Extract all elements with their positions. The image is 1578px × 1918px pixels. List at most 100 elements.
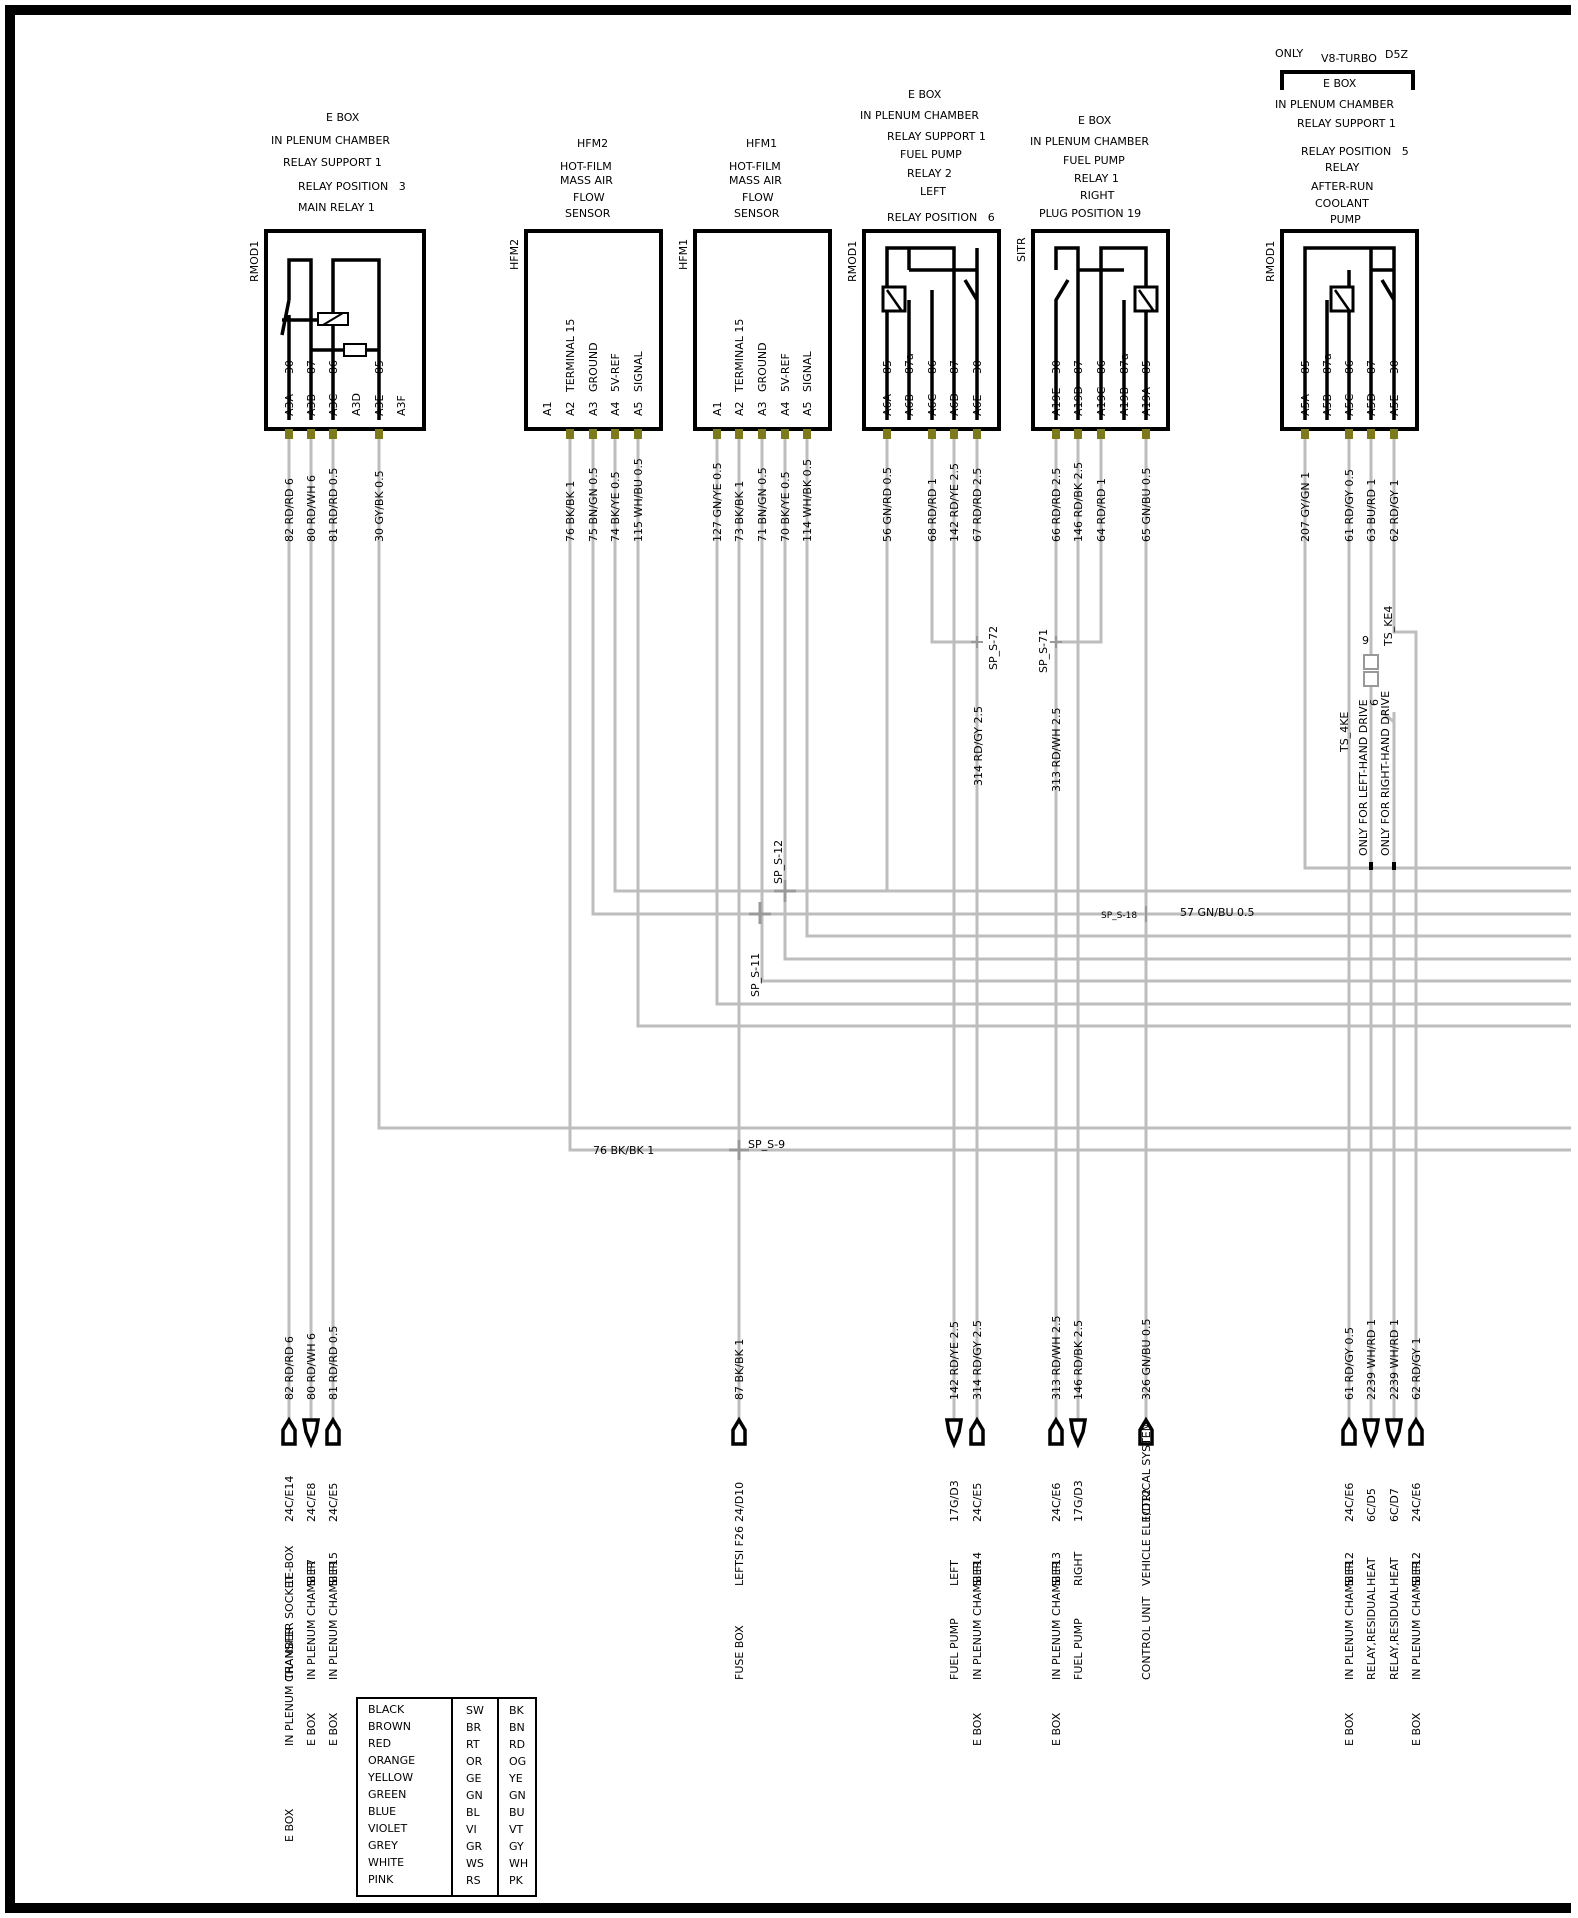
connector-symbol bbox=[1361, 1418, 1381, 1449]
wire-label-314: 314 RD/GY 2.5 bbox=[972, 706, 985, 786]
ts-ke4-label: TS_KE4 bbox=[1382, 606, 1395, 647]
bottom-wire-label: 80 RD/WH 6 bbox=[305, 1333, 318, 1400]
bottom-destination: IN PLENUM CHAMBER bbox=[1410, 1561, 1423, 1680]
bottom-location: 24C/E6 bbox=[1050, 1483, 1063, 1522]
pin-number: A3 bbox=[587, 401, 600, 416]
bottom-destination: LEFT bbox=[948, 1560, 961, 1586]
pin-function: 86 bbox=[327, 360, 340, 374]
wire-label: 146 RD/BK 2.5 bbox=[1072, 462, 1085, 542]
wire-label: 62 RD/GY 1 bbox=[1388, 479, 1401, 542]
pin-number: A19E bbox=[1050, 387, 1063, 416]
pin-number: A6D bbox=[948, 393, 961, 416]
bottom-destination: E BOX bbox=[1050, 1712, 1063, 1746]
hfm2-title-3: MASS AIR bbox=[560, 174, 613, 187]
pin-terminal bbox=[713, 429, 721, 439]
bottom-destination: E BOX bbox=[971, 1712, 984, 1746]
wire-label: 56 GN/RD 0.5 bbox=[881, 467, 894, 542]
bottom-destination: IN PLENUM CHAMBER bbox=[283, 1627, 296, 1746]
pin-function: 30 bbox=[283, 360, 296, 374]
hfm2-title-5: SENSOR bbox=[565, 207, 611, 220]
hfm1-title-4: FLOW bbox=[742, 191, 774, 204]
pin-number: A2 bbox=[733, 401, 746, 416]
connector-symbol bbox=[1048, 1416, 1064, 1446]
only-label: ONLY bbox=[1275, 47, 1304, 60]
legend-code: BN bbox=[509, 1721, 525, 1734]
fp2-title-3: RELAY SUPPORT 1 bbox=[887, 130, 986, 143]
pin-terminal bbox=[375, 429, 383, 439]
bottom-destination: CONTROL UNIT bbox=[1140, 1596, 1153, 1680]
bottom-destination: IN PLENUM CHAMBER bbox=[327, 1561, 340, 1680]
splice-sp-s18: SP_S-18 bbox=[1101, 911, 1137, 921]
bottom-destination: RIGHT bbox=[1072, 1551, 1085, 1586]
connector-symbol bbox=[969, 1416, 985, 1446]
ar-ref: RMOD1 bbox=[1264, 241, 1277, 282]
bottom-destination: RELAY,RESIDUAL bbox=[1388, 1586, 1401, 1680]
splice-sp-s71: SP_S-71 bbox=[1037, 629, 1050, 673]
ar-title-7: COOLANT bbox=[1315, 197, 1369, 210]
legend-color-name: WHITE bbox=[368, 1856, 404, 1869]
wire-label: 207 GY/GN 1 bbox=[1299, 472, 1312, 542]
bottom-destination: FUEL PUMP bbox=[948, 1618, 961, 1680]
bottom-wire-label: 62 RD/GY 1 bbox=[1410, 1337, 1423, 1400]
hfm1-title-5: SENSOR bbox=[734, 207, 780, 220]
bottom-destination: RELAY,RESIDUAL bbox=[1365, 1586, 1378, 1680]
wire-label: 61 RD/GY 0.5 bbox=[1343, 469, 1356, 542]
bottom-destination: IN PLENUM CHAMBER bbox=[305, 1561, 318, 1680]
wire-label: 115 WH/BU 0.5 bbox=[632, 458, 645, 542]
wire-74-bkye05 bbox=[613, 435, 1571, 893]
legend-code: BU bbox=[509, 1806, 525, 1819]
splice-sp-s11: SP_S-11 bbox=[749, 953, 762, 997]
bottom-wire-label: 87 BK/BK 1 bbox=[733, 1339, 746, 1400]
code-label: D5Z bbox=[1385, 48, 1408, 61]
pin-number: A5D bbox=[1365, 393, 1378, 416]
pin-terminal bbox=[566, 429, 574, 439]
main-relay-title-3: RELAY SUPPORT 1 bbox=[283, 156, 382, 169]
pin-function: 87 bbox=[305, 360, 318, 374]
pin-function: GROUND bbox=[756, 342, 769, 392]
pin-number: A5 bbox=[801, 401, 814, 416]
connector-symbol bbox=[731, 1416, 747, 1446]
pin-number: A6E bbox=[971, 394, 984, 416]
pin-terminal bbox=[1367, 429, 1375, 439]
bottom-destination: E BOX bbox=[1343, 1712, 1356, 1746]
legend-color-name: BROWN bbox=[368, 1720, 411, 1733]
wire-label-76: 76 BK/BK 1 bbox=[593, 1144, 654, 1157]
bottom-destination: FUSE BOX bbox=[733, 1625, 746, 1680]
bottom-wire-label: 314 RD/GY 2.5 bbox=[971, 1320, 984, 1400]
wire-64-rdrd1 bbox=[1056, 435, 1103, 644]
pin-terminal bbox=[1074, 429, 1082, 439]
wire-label: 68 RD/RD 1 bbox=[926, 478, 939, 542]
wire-label: 81 RD/RD 0.5 bbox=[327, 468, 340, 542]
hfm1-ref: HFM1 bbox=[677, 239, 690, 270]
pin-terminal bbox=[307, 429, 315, 439]
bottom-wire-label: 142 RD/YE 2.5 bbox=[948, 1321, 961, 1400]
pin-function: SIGNAL bbox=[632, 350, 645, 392]
wire-68-rdrd1 bbox=[930, 435, 977, 644]
pin-number: A5 bbox=[632, 401, 645, 416]
wire-label: 63 BU/RD 1 bbox=[1365, 479, 1378, 542]
pin-function: 5V-REF bbox=[609, 353, 622, 392]
pin-terminal bbox=[803, 429, 811, 439]
wire-62-rdgy1 bbox=[1392, 435, 1418, 1422]
main-relay-ref: RMOD1 bbox=[248, 241, 261, 282]
hfm2-title-2: HOT-FILM bbox=[560, 160, 612, 173]
wire-label: 73 BK/BK 1 bbox=[733, 481, 746, 542]
variant-label: V8-TURBO bbox=[1321, 52, 1377, 65]
component-main-relay bbox=[264, 229, 426, 431]
wire-label: 30 GY/BK 0.5 bbox=[373, 470, 386, 542]
pin-number: A3C bbox=[327, 393, 340, 416]
bottom-wire-label: 61 RD/GY 0.5 bbox=[1343, 1327, 1356, 1400]
pin-number: A3E bbox=[373, 394, 386, 416]
wire-label: 74 BK/YE 0.5 bbox=[609, 471, 622, 542]
main-relay-title-2: IN PLENUM CHAMBER bbox=[271, 134, 390, 147]
bottom-location: 24C/E14 bbox=[283, 1476, 296, 1522]
splice-sp-s9: SP_S-9 bbox=[748, 1138, 785, 1151]
connector-symbol bbox=[301, 1418, 321, 1449]
wire-114-whbk05 bbox=[805, 435, 1571, 938]
